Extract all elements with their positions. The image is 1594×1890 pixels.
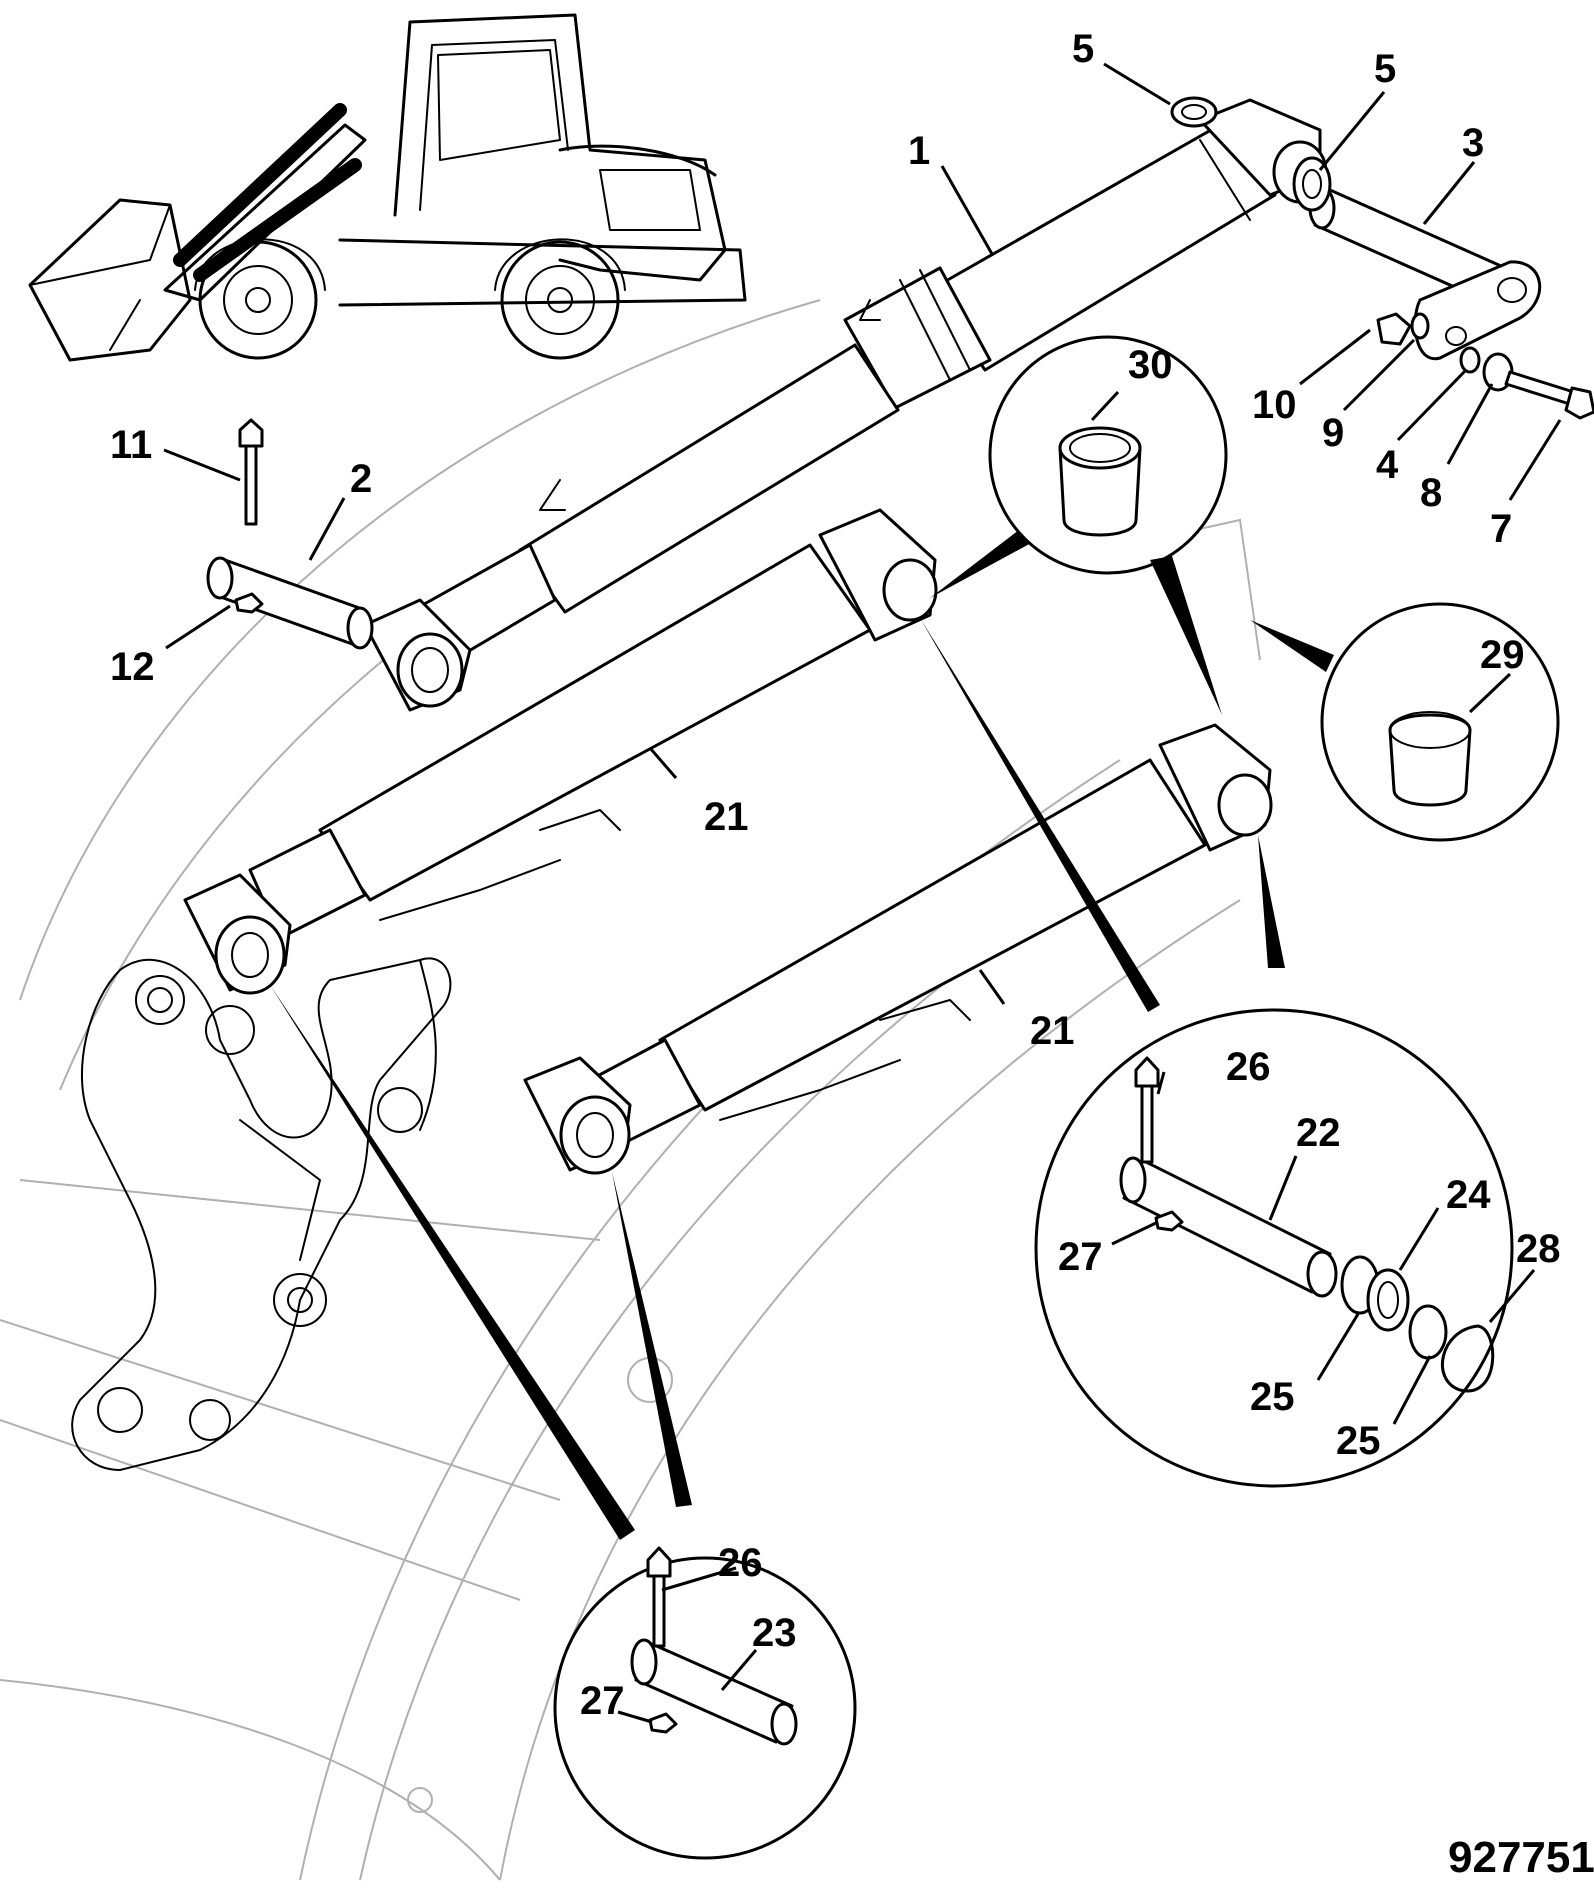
- callout-21-tilt-cylinder: 21: [704, 795, 749, 839]
- callout-8-washer: 8: [1420, 471, 1442, 515]
- callout-27-nut: 27: [580, 1679, 625, 1723]
- callout-10-nut: 10: [1252, 383, 1297, 427]
- leader-lines: [163, 62, 1562, 1724]
- pin-2-assembly: [206, 418, 374, 650]
- callout-29-bush: 29: [1480, 633, 1525, 677]
- callout-25-shim: 25: [1336, 1419, 1381, 1463]
- callout-22-pin: 22: [1296, 1111, 1341, 1155]
- callout-12-nut: 12: [110, 645, 155, 689]
- callout-27-nut: 27: [1058, 1235, 1103, 1279]
- callout-2-pin: 2: [350, 457, 372, 501]
- callout-9-washer: 9: [1322, 411, 1344, 455]
- pin-3-assembly: [1170, 96, 1594, 420]
- tilt-cylinder-21-lower: [523, 723, 1273, 1175]
- callout-5-washer: 5: [1374, 47, 1396, 91]
- callout-30-bush: 30: [1128, 343, 1173, 387]
- figure-number: 927751: [1448, 1833, 1594, 1882]
- detail-22: [920, 618, 1514, 1488]
- callout-28-circlip: 28: [1516, 1227, 1561, 1271]
- callout-4-spacer: 4: [1376, 443, 1399, 487]
- callout-26-bolt: 26: [718, 1541, 763, 1585]
- callout-23-pin: 23: [752, 1611, 797, 1655]
- callout-7-bolt: 7: [1490, 507, 1512, 551]
- lift-cylinder-1: [363, 98, 1328, 712]
- wheel-loader-icon: [28, 13, 747, 362]
- detail-29: [1250, 602, 1560, 842]
- callout-21-tilt-cylinder: 21: [1030, 1009, 1075, 1053]
- callout-24-washer: 24: [1446, 1173, 1491, 1217]
- detail-30: [930, 335, 1228, 715]
- callout-1-lift-cylinder: 1: [908, 129, 930, 173]
- callouts: 5 5 1 3 30 10 9 4 8 7 11 2 12 29 21 21 2…: [110, 27, 1561, 1723]
- loader-arm-background: [0, 299, 1261, 1881]
- callout-26-bolt: 26: [1226, 1045, 1271, 1089]
- callout-5-washer: 5: [1072, 27, 1094, 71]
- tilt-cylinder-21-upper: [183, 508, 938, 995]
- callout-25-shim: 25: [1250, 1375, 1295, 1419]
- bucket-linkage: [71, 957, 452, 1471]
- detail-23: [270, 985, 857, 1860]
- callout-11-bolt: 11: [110, 423, 152, 467]
- callout-3-pin: 3: [1462, 121, 1484, 165]
